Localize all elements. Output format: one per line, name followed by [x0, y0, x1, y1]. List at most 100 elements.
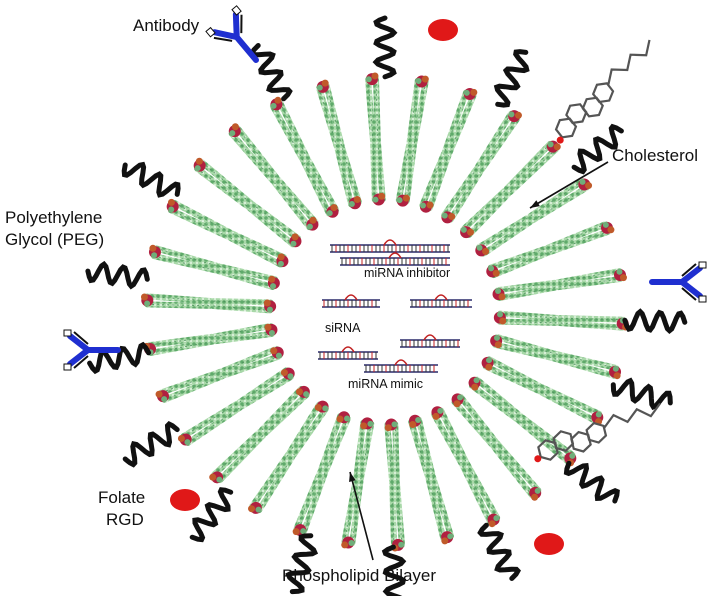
- ligand-dot: [428, 19, 458, 41]
- outer-lipid: [148, 244, 220, 274]
- sterol-chain: [607, 39, 651, 85]
- lipid-headgroup-atom: [470, 88, 478, 96]
- lipid-tail-detail: [147, 303, 211, 307]
- sterol-ring: [552, 430, 575, 452]
- lipid-headgroup-atom: [493, 334, 500, 341]
- lipid-tail-detail: [418, 419, 433, 475]
- lipid-tail-detail: [506, 143, 551, 190]
- lipid-tail: [246, 205, 296, 248]
- lipid-tail: [492, 341, 554, 361]
- lipid-tail: [227, 234, 284, 268]
- lipid-headgroup-atom: [432, 412, 440, 420]
- lipid-headgroup-atom: [402, 194, 410, 202]
- lipid-headgroup-atom: [437, 407, 444, 414]
- lipid-tail-detail: [493, 446, 533, 496]
- outer-lipid: [269, 96, 311, 164]
- lipid-tail-detail: [429, 155, 449, 209]
- lipid-headgroup-atom: [255, 506, 262, 513]
- lipid-headgroup-atom: [534, 487, 541, 494]
- lipid-headgroup-atom: [277, 260, 284, 267]
- inner-lipid: [334, 145, 362, 210]
- lipid-headgroup-atom: [195, 157, 203, 165]
- lipid-tail: [480, 218, 534, 257]
- inner-lipid: [220, 345, 284, 379]
- lipid-headgroup-atom: [275, 352, 282, 359]
- lipid-headgroup-atom: [149, 244, 157, 252]
- antibody-label: Antibody: [133, 16, 200, 35]
- lipid-tail: [262, 391, 310, 437]
- outer-lipid: [364, 72, 381, 144]
- inner-lipid: [301, 157, 340, 218]
- lipid-tail-detail: [149, 336, 212, 346]
- lipid-tail-detail: [187, 407, 241, 444]
- outer-lipid: [389, 480, 406, 552]
- lipid-tail-detail: [170, 209, 229, 238]
- inner-lipid: [419, 150, 452, 213]
- lipid-tail: [212, 330, 276, 345]
- lipid-tail-detail: [558, 278, 621, 288]
- lipid-tail-detail: [433, 413, 462, 464]
- lipid-tail: [236, 367, 290, 406]
- lipid-tail: [384, 421, 396, 484]
- outer-lipid: [490, 440, 542, 501]
- lipid-headgroup-atom: [498, 293, 506, 301]
- outer-lipid: [442, 88, 478, 156]
- peg-label-line1: Polyethylene: [5, 208, 103, 227]
- lipid-headgroup-atom: [499, 317, 507, 325]
- inner-lipid: [318, 411, 351, 474]
- hairpin-loop: [388, 252, 402, 259]
- lipid-headgroup-atom: [295, 388, 303, 396]
- rna-duplex: [322, 294, 380, 308]
- lipid-tail-detail: [196, 168, 248, 207]
- lipid-tail-detail: [386, 424, 393, 481]
- inner-lipid: [395, 142, 417, 207]
- lipid-headgroup-atom: [371, 72, 379, 80]
- inner-lipid: [493, 310, 560, 326]
- lipid-tail: [370, 140, 378, 203]
- outer-lipid: [550, 350, 622, 380]
- lipid-tail: [494, 279, 558, 294]
- lipid-headgroup-atom: [471, 383, 479, 391]
- lipid-tail: [210, 298, 274, 306]
- outer-lipid: [537, 384, 604, 426]
- rna-duplex: [410, 294, 472, 308]
- lipid-tail-detail: [481, 117, 518, 170]
- lipid-tail-detail: [161, 371, 222, 393]
- ligand-dot: [170, 489, 200, 511]
- rna-duplex: [330, 239, 450, 253]
- lipid-tail-detail: [522, 417, 574, 456]
- lipid-headgroup-atom: [209, 473, 217, 481]
- lipid-tail-detail: [410, 421, 429, 476]
- lipid-tail-detail: [153, 255, 216, 271]
- lipid-tail: [496, 318, 560, 326]
- sterol-ring: [565, 103, 588, 125]
- lipid-tail-detail: [462, 465, 491, 522]
- lipid-tail-detail: [443, 168, 477, 216]
- lipid-tail: [249, 201, 301, 242]
- lipid-headgroup-atom: [144, 300, 151, 307]
- inner-lipid: [215, 263, 280, 290]
- lipid-tail: [392, 421, 400, 484]
- arrow-shaft: [529, 161, 609, 209]
- hairpin-loop: [434, 294, 448, 301]
- lipid-tail: [487, 245, 548, 271]
- lipid-headgroup-atom: [391, 421, 398, 428]
- lipid-headgroup-atom: [216, 476, 223, 483]
- lipid-headgroup-atom: [326, 210, 333, 217]
- inner-lipid: [370, 140, 386, 206]
- lipid-tail: [222, 353, 283, 379]
- lipid-tail-detail: [303, 472, 326, 532]
- lipid-headgroup-atom: [453, 400, 461, 408]
- antibody-light-chain: [73, 331, 89, 369]
- lipid-tail-detail: [274, 182, 310, 228]
- lipid-headgroup-atom: [447, 533, 454, 540]
- lipid-headgroup-atom: [184, 439, 191, 446]
- lipid-tail-detail: [460, 396, 496, 442]
- cholesterol-molecule: [534, 402, 661, 463]
- inner-lipid: [271, 176, 319, 231]
- hairpin-loop: [394, 359, 408, 366]
- lipid-headgroup-atom: [341, 541, 349, 549]
- lipid-tail-detail: [351, 481, 361, 544]
- antibody-tip: [205, 26, 216, 38]
- lipid-headgroup-atom: [280, 369, 288, 377]
